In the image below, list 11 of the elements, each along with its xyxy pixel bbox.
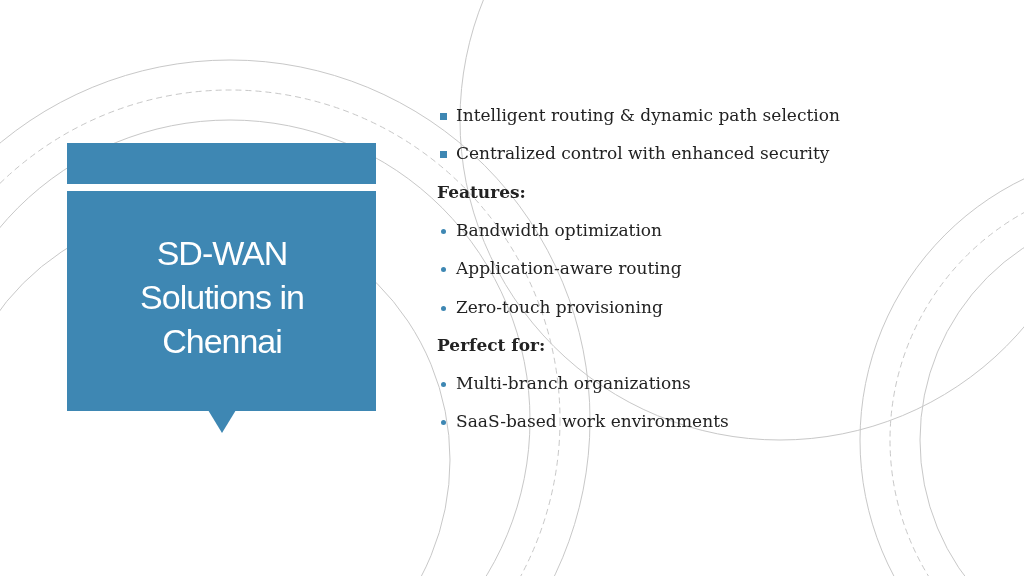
bullet-text: Application-aware routing — [456, 258, 682, 279]
bullet-text: Multi-branch organizations — [456, 373, 691, 394]
slide-title: SD-WAN Solutions in Chennai — [139, 233, 305, 362]
bullet-text: SaaS-based work environments — [456, 411, 729, 432]
bullet-text: Centralized control with enhanced security — [456, 143, 830, 164]
bullet-text: Bandwidth optimization — [456, 219, 662, 240]
header-bar — [67, 143, 376, 184]
bullet-text: Intelligent routing & dynamic path selection — [456, 105, 840, 125]
section-heading: Features: — [437, 181, 526, 202]
section-heading: Perfect for: — [437, 334, 546, 355]
bullet-text: Zero-touch provisioning — [456, 296, 663, 317]
